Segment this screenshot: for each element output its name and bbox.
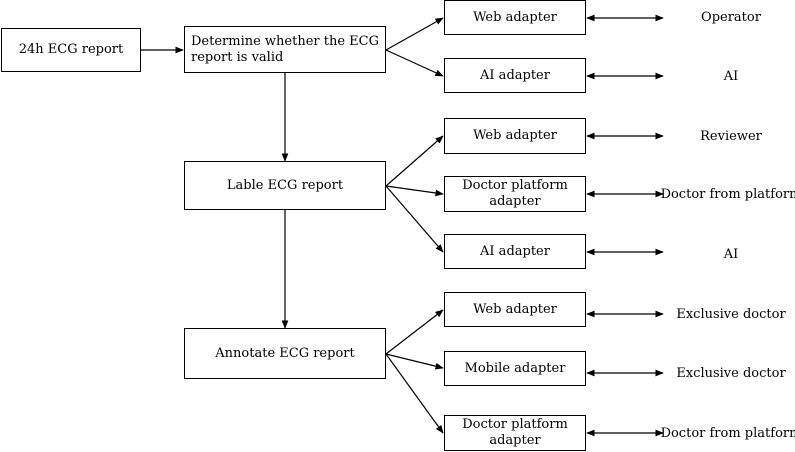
- node-annotate-ecg-report: Annotate ECG report: [184, 328, 386, 379]
- arrow-annotate-to-adapter-6: [385, 309, 444, 355]
- adapter-box: Web adapter: [444, 118, 586, 154]
- endpoint-label: Exclusive doctor: [676, 307, 786, 322]
- node-validate-report-text: Determine whether the ECG report is vali…: [191, 33, 380, 65]
- endpoint-label: Operator: [701, 10, 761, 25]
- node-validate-report: Determine whether the ECG report is vali…: [184, 26, 386, 73]
- adapter-box: AI adapter: [444, 234, 586, 269]
- node-24h-ecg-report: 24h ECG report: [1, 28, 141, 72]
- arrow-annotate-to-adapter-8: [385, 353, 444, 434]
- adapter-box: AI adapter: [444, 58, 586, 93]
- arrow-annotate-to-adapter-7: [385, 353, 444, 370]
- adapter-box-text: Doctor platform adapter: [462, 178, 568, 209]
- endpoint-label: Doctor from platform: [660, 187, 795, 202]
- arrow-validate-to-adapter-2: [385, 49, 444, 77]
- arrow-label-to-adapter-4: [385, 185, 444, 197]
- arrow-validate-to-adapter-1: [385, 17, 444, 51]
- arrow-label-to-adapter-3: [385, 135, 444, 187]
- endpoint-label: AI: [723, 69, 739, 84]
- adapter-box-text: Doctor platform adapter: [462, 417, 568, 448]
- adapter-box: Web adapter: [444, 292, 586, 327]
- adapter-box: Doctor platform adapter: [444, 415, 586, 451]
- endpoint-label: Doctor from platform: [660, 426, 795, 441]
- endpoint-label: Exclusive doctor: [676, 366, 786, 381]
- node-label-ecg-report: Lable ECG report: [184, 161, 386, 210]
- arrow-label-to-adapter-5: [385, 185, 444, 253]
- endpoint-label: AI: [723, 247, 739, 262]
- adapter-box: Doctor platform adapter: [444, 176, 586, 212]
- endpoint-label: Reviewer: [700, 129, 762, 144]
- adapter-box: Mobile adapter: [444, 351, 586, 386]
- adapter-box: Web adapter: [444, 0, 586, 35]
